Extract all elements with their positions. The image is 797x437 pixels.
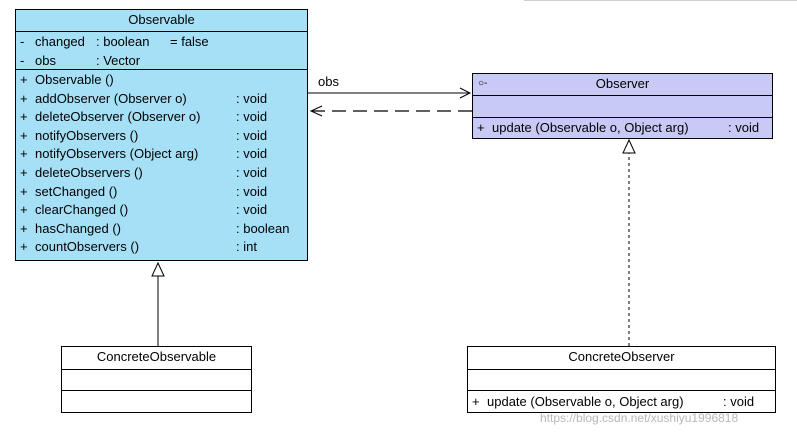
- class-concreteobservable[interactable]: ConcreteObservable: [61, 346, 252, 413]
- visibility-marker: -: [20, 52, 25, 68]
- operation-row: + countObservers () : int: [16, 238, 307, 257]
- visibility-marker: +: [20, 109, 28, 125]
- attribute-row: -changed : boolean = false: [16, 33, 307, 52]
- class-name: Observer: [595, 76, 650, 91]
- operation-signature: deleteObserver (Observer o): [35, 109, 201, 125]
- operation-signature: countObservers (): [35, 239, 140, 255]
- operation-return-type: : void: [236, 90, 268, 106]
- visibility-marker: +: [477, 120, 485, 135]
- attribute-compartment: [473, 95, 772, 117]
- operation-row: + update (Observable o, Object arg) : void: [473, 118, 772, 138]
- operation-return-type: : void: [236, 202, 268, 218]
- operation-row: + Observable (): [16, 71, 307, 90]
- operation-compartment: + Observable () + addObserver (Observer o):…: [16, 69, 307, 257]
- operation-compartment: + update (Observable o, Object arg) : void: [468, 390, 775, 412]
- visibility-marker: +: [472, 394, 480, 409]
- operation-signature: Observable (): [35, 72, 114, 87]
- visibility-marker: +: [20, 220, 28, 236]
- association-role-label: obs: [318, 74, 339, 89]
- attribute-compartment: [62, 369, 251, 390]
- visibility-marker: +: [20, 183, 28, 199]
- inheritance-triangle: [151, 261, 165, 277]
- visibility-marker: +: [20, 72, 28, 87]
- operation-return-type: : void: [723, 394, 755, 409]
- operation-row: + hasChanged () : boolean: [16, 220, 307, 239]
- class-name: Observable: [128, 12, 195, 27]
- realization-triangle: [622, 138, 636, 154]
- operation-row: + deleteObserver (Observer o) : void: [16, 108, 307, 127]
- operation-return-type: : int: [236, 239, 257, 255]
- class-observable[interactable]: Observable -changed : boolean = false -obs:…: [15, 9, 308, 261]
- attribute-name: obs: [35, 52, 56, 68]
- visibility-marker: +: [20, 146, 28, 162]
- operation-return-type: : void: [236, 146, 268, 162]
- class-name: ConcreteObservable: [96, 349, 217, 364]
- operation-compartment: [62, 390, 251, 412]
- operation-row: + addObserver (Observer o) : void: [16, 90, 307, 109]
- interface-name-row: ○- Observer: [473, 74, 772, 95]
- realization-concreteobserver: [622, 138, 636, 346]
- operation-signature: setChanged (): [35, 183, 118, 199]
- class-name: ConcreteObserver: [568, 349, 675, 364]
- interface-icon: ○-: [478, 78, 488, 89]
- operation-row: + notifyObservers (Object arg) : void: [16, 145, 307, 164]
- visibility-marker: +: [20, 164, 28, 180]
- dependency-arrowhead: [309, 105, 323, 117]
- operation-row: + update (Observable o, Object arg) : void: [468, 391, 775, 412]
- attribute-default: = false: [170, 34, 209, 49]
- attribute-type: : boolean: [96, 34, 150, 49]
- visibility-marker: +: [20, 90, 28, 106]
- operation-signature: update (Observable o, Object arg): [492, 120, 689, 135]
- operation-row: + clearChanged () : void: [16, 201, 307, 220]
- operation-compartment: + update (Observable o, Object arg) : void: [473, 117, 772, 138]
- operation-signature: hasChanged (): [35, 220, 121, 236]
- operation-signature: clearChanged (): [35, 202, 129, 218]
- operation-row: + deleteObservers () : void: [16, 164, 307, 183]
- dependency-observer-to-observable: [309, 105, 472, 117]
- operation-return-type: : boolean: [236, 220, 290, 236]
- watermark-text: https://blog.csdn.net/xushiyu1996818: [540, 411, 739, 425]
- operation-return-type: : void: [728, 120, 760, 135]
- window-edge-line: [524, 0, 797, 1]
- association-obs: [308, 87, 472, 99]
- association-arrowhead: [459, 87, 472, 99]
- operation-signature: update (Observable o, Object arg): [487, 394, 684, 409]
- attribute-name: changed: [35, 34, 85, 49]
- visibility-marker: +: [20, 127, 28, 143]
- attribute-compartment: [468, 369, 775, 390]
- attribute-compartment: -changed : boolean = false -obs : Vector: [16, 31, 307, 69]
- operation-return-type: : void: [236, 183, 268, 199]
- class-concreteobserver[interactable]: ConcreteObserver + update (Observable o, …: [467, 346, 776, 413]
- operation-signature: notifyObservers (): [35, 127, 139, 143]
- attribute-row: -obs : Vector: [16, 52, 307, 71]
- operation-signature: addObserver (Observer o): [35, 90, 187, 106]
- operation-row: + setChanged () : void: [16, 183, 307, 202]
- visibility-marker: -: [20, 34, 25, 49]
- operation-return-type: : void: [236, 109, 268, 125]
- operation-row: + notifyObservers () : void: [16, 127, 307, 146]
- generalization-concreteobservable: [151, 261, 165, 346]
- operation-signature: notifyObservers (Object arg): [35, 146, 199, 162]
- interface-observer[interactable]: ○- Observer + update (Observable o, Objec…: [472, 73, 773, 139]
- visibility-marker: +: [20, 239, 28, 255]
- operation-signature: deleteObservers (): [35, 164, 143, 180]
- operation-return-type: : void: [236, 164, 268, 180]
- operation-return-type: : void: [236, 127, 268, 143]
- visibility-marker: +: [20, 202, 28, 218]
- attribute-type: : Vector: [96, 52, 141, 68]
